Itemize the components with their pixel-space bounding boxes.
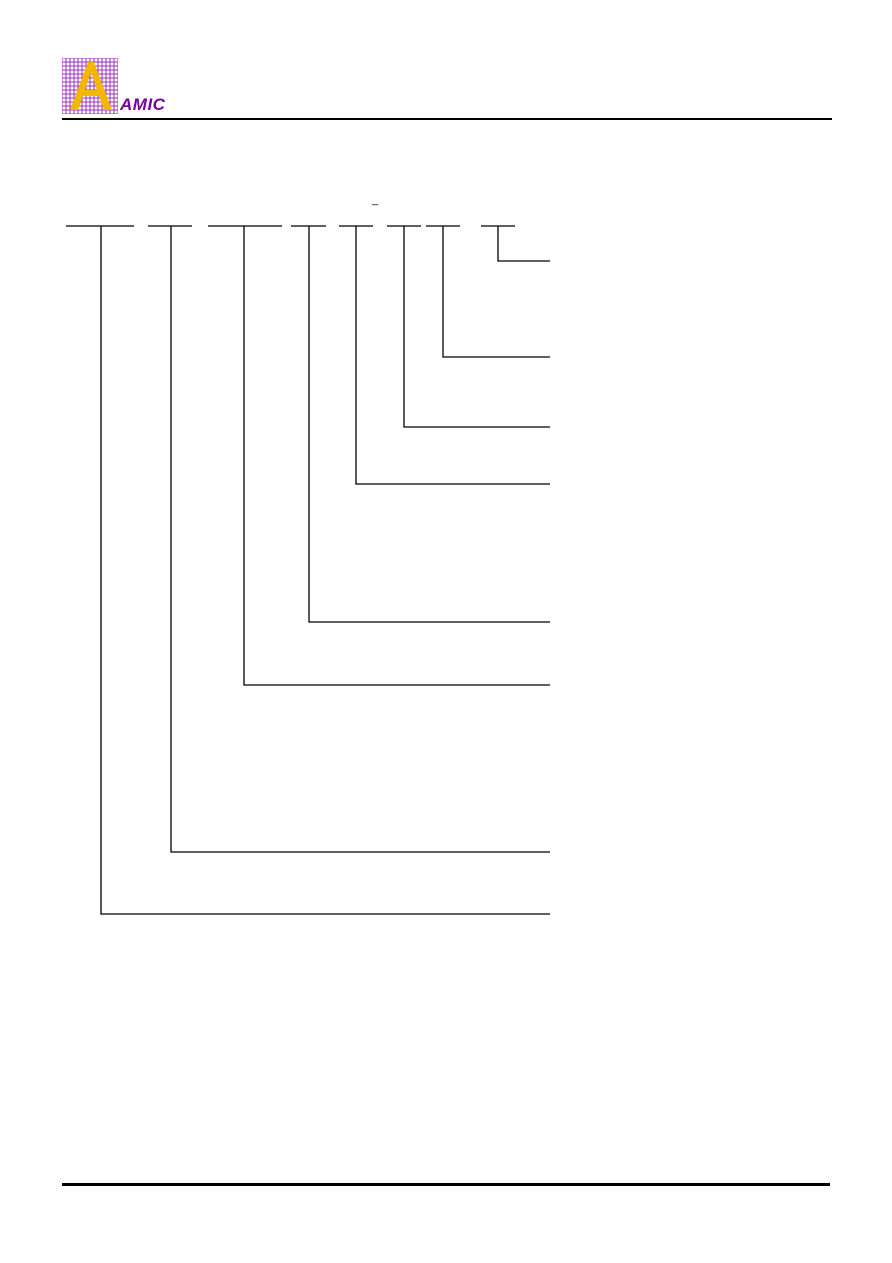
amic-logo-text: AMIC: [120, 95, 166, 114]
amic-logo: AMIC: [62, 58, 182, 116]
bracket-segment-4: [291, 225, 550, 623]
overbar-mark: _: [371, 194, 379, 206]
bracket-segment-3: [208, 225, 550, 686]
bracket-segment-2: [148, 225, 550, 853]
amic-logo-mark: [62, 58, 118, 114]
bracket-segment-5: [339, 225, 550, 485]
header-divider: [62, 118, 832, 120]
bracket-segment-1: [66, 225, 550, 915]
bracket-segment-8: [481, 225, 550, 262]
bracket-segment-7: [426, 225, 550, 358]
footer-divider: [62, 1183, 830, 1186]
bracket-segment-6: [387, 225, 550, 428]
